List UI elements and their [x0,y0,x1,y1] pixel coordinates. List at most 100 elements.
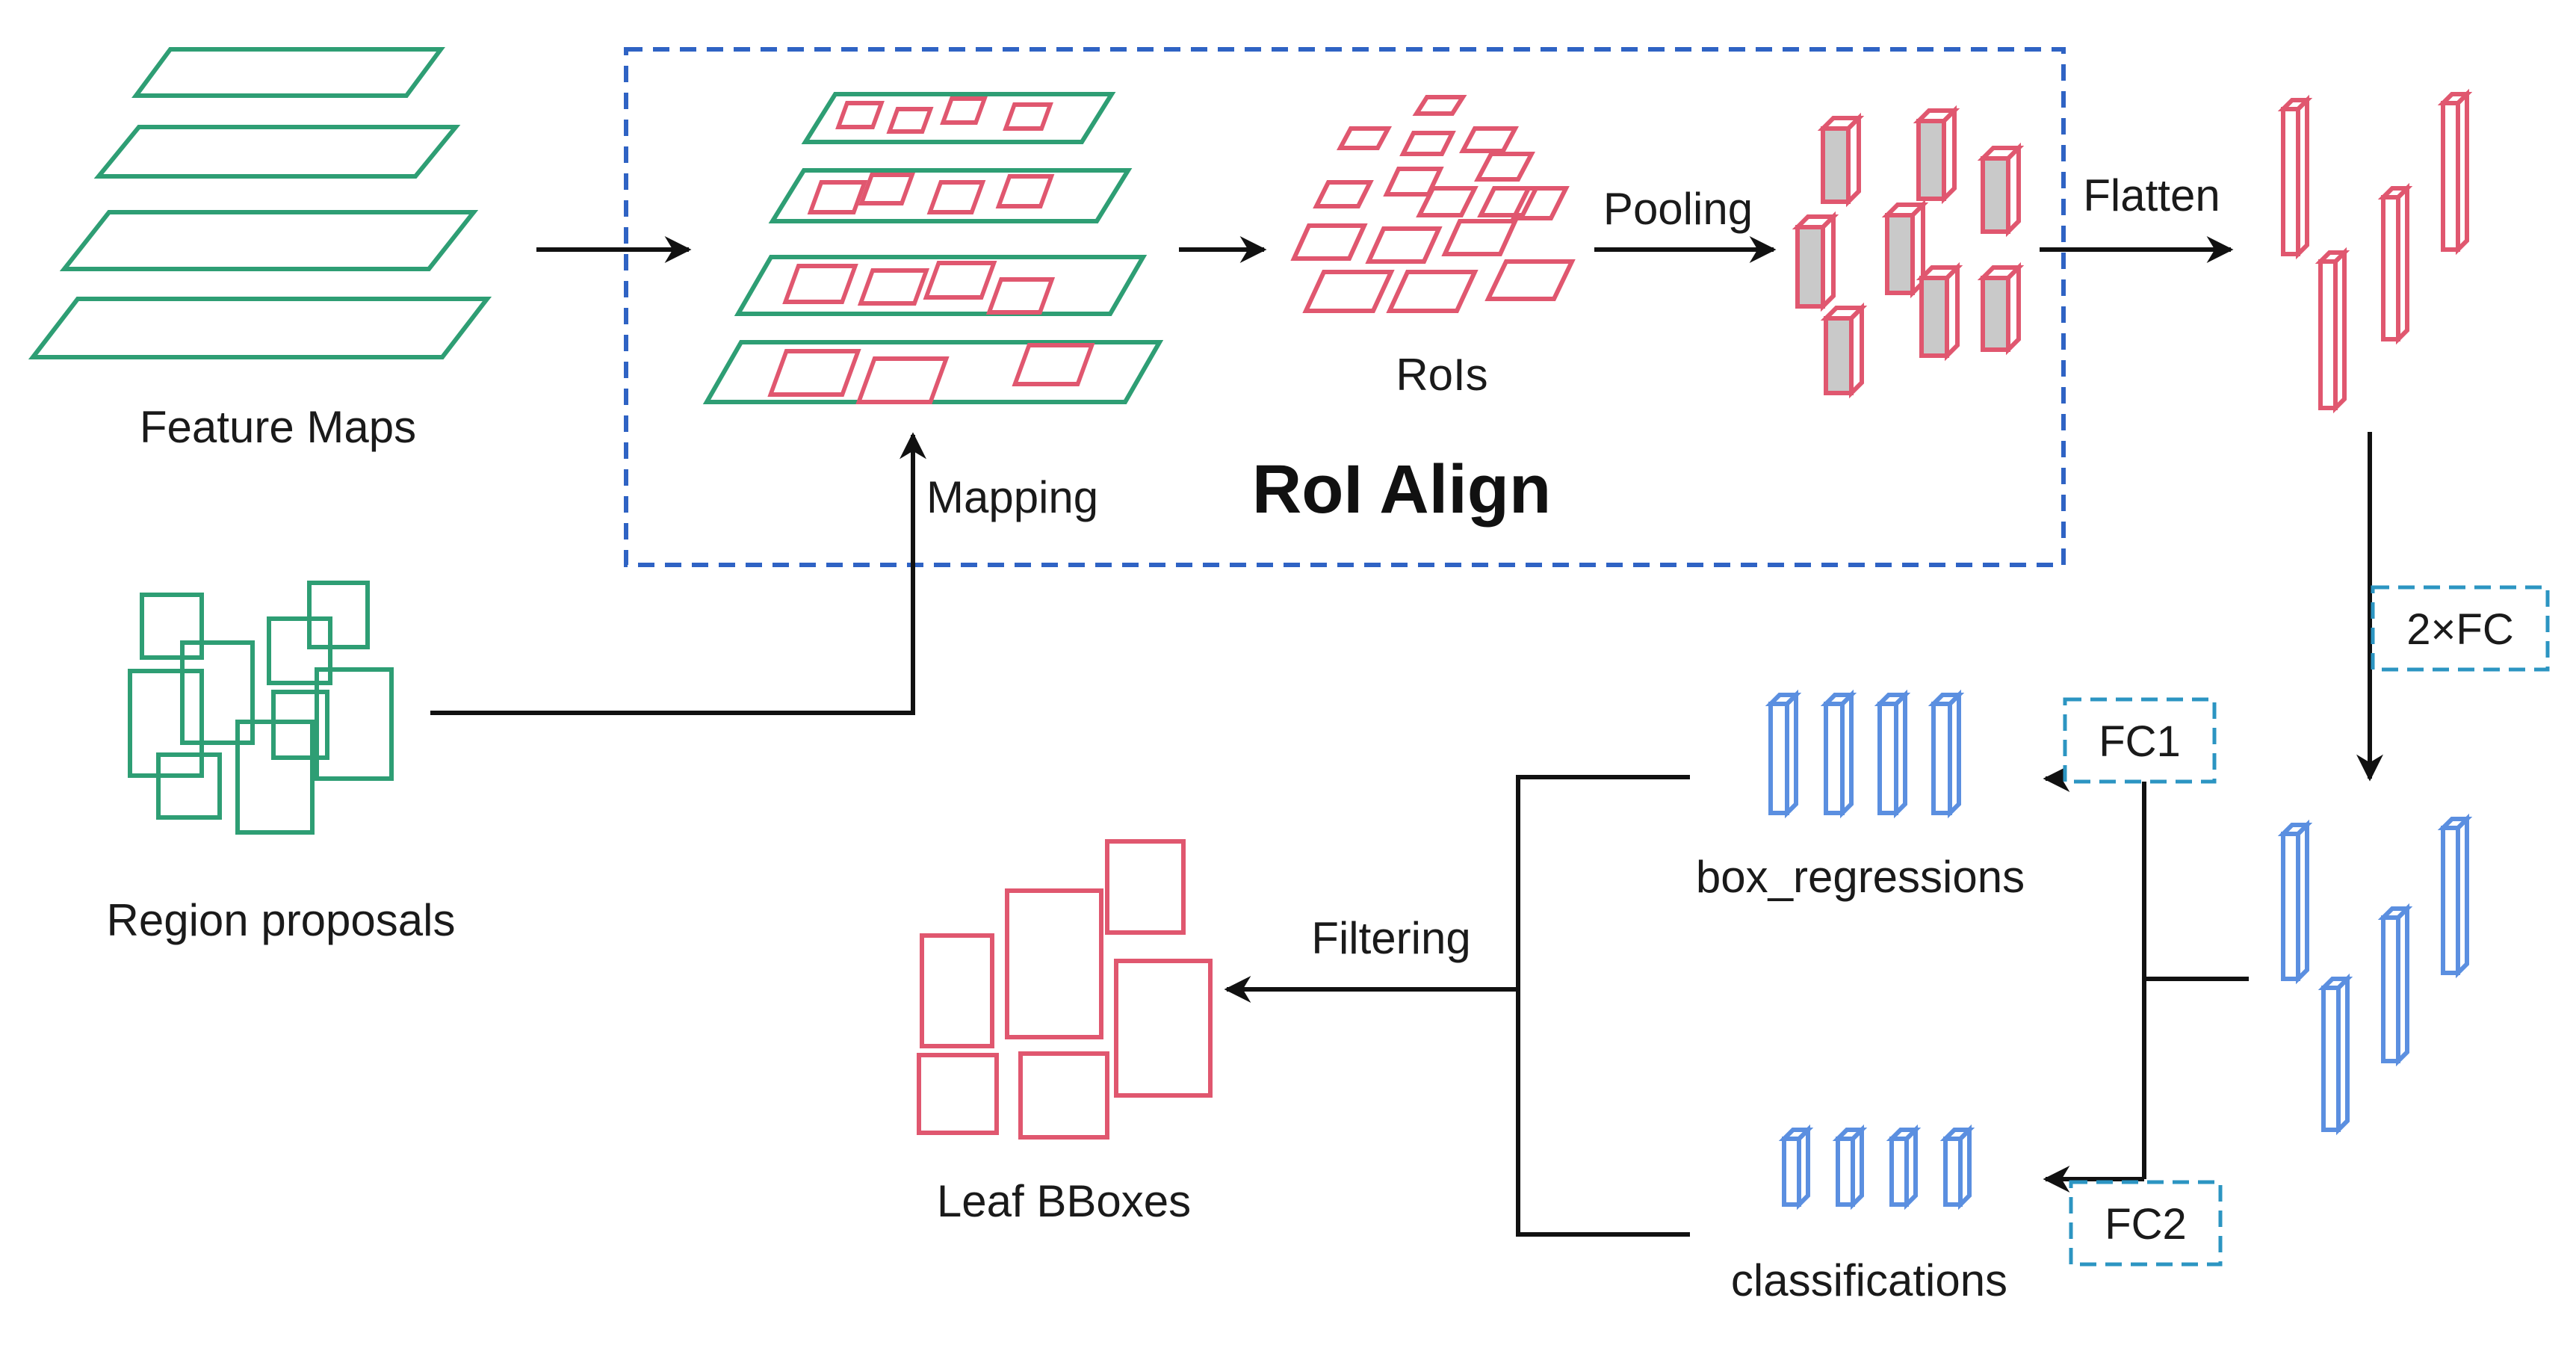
fc-output-vectors [2277,813,2473,1136]
mapping-label: Mapping [926,472,1098,522]
roi-box [1399,131,1456,156]
flat-vector [2315,247,2350,414]
filtering-label: Filtering [1311,913,1470,963]
mapped-map-layer [801,92,1116,144]
classifications-vectors [1778,1124,1975,1211]
pooled-block [1881,199,1929,299]
proposal-box [235,720,315,835]
roi-box [1386,270,1479,313]
pooled-block [1977,262,2025,356]
mapped-roi-box [923,261,997,300]
flat-vector [2277,94,2313,260]
proposal-box [156,752,222,820]
leaf-bboxes [917,839,1213,1140]
flat-vector [2437,88,2473,256]
proposal-box [267,616,332,685]
rois-cluster [1290,95,1576,313]
pooled-block [1913,105,1960,205]
roi-box [1365,226,1443,264]
roi-box [1412,95,1467,116]
leaf-bbox [920,933,994,1048]
leaf-bbox [1114,959,1213,1098]
fc2-label: FC2 [2105,1200,2187,1249]
pooled-block [1792,211,1839,312]
fc-vector [2318,973,2353,1136]
leaf-bbox [1105,839,1186,935]
roi-align-title: RoI Align [1252,451,1551,528]
roi-box [1290,223,1368,261]
mapped-roi-box [767,349,861,397]
roi-box [1416,186,1479,217]
merge-bracket [1516,775,1690,1237]
pooled-block [1916,262,1963,362]
pooled-block [1977,142,2025,238]
mapped-roi-box [1012,343,1095,386]
mapped-map-layer [702,340,1164,404]
fc2-box [2069,1180,2223,1267]
roi-box [1441,219,1519,256]
roi-align-region [624,47,2066,567]
mapped-roi-box [807,180,868,214]
two-fc-label: 2×FC [2406,605,2513,654]
leaf-bbox [1005,888,1103,1039]
feature-map-layer [93,125,461,179]
feature-maps-stack [28,47,492,359]
roi-box [1313,180,1374,208]
mapped-roi-box [782,264,858,304]
feature-map-layer [28,297,492,359]
roi-box [1336,126,1393,150]
proposal-box [180,640,255,745]
mapped-feature-maps [702,92,1164,404]
roi-box [1484,259,1576,301]
roi-box [1459,126,1519,153]
mapped-roi-box [940,96,988,125]
region-proposals-label: Region proposals [107,895,456,945]
leaf-bboxes-label: Leaf BBoxes [937,1176,1191,1226]
box-regressions-label: box_regressions [1696,852,2025,902]
mapped-roi-box [857,268,930,306]
mapped-roi-box [926,180,986,214]
leaf-bbox [917,1053,999,1135]
proposal-box [307,581,370,649]
pooled-features [1792,105,2025,399]
mapped-roi-box [995,174,1055,208]
proposal-box [128,669,204,778]
fc-vector [2437,813,2473,979]
flat-vector [2377,182,2413,345]
feature-map-layer [59,210,479,271]
box-regressions-vectors [1765,689,1965,819]
mapped-roi-box [858,173,916,205]
roi-box [1477,186,1540,217]
rois-label: RoIs [1396,350,1487,400]
pooling-label: Pooling [1603,184,1753,234]
mapped-roi-box [855,356,950,404]
fc-vector [2377,903,2413,1067]
proposal-box [315,667,394,781]
proposal-box [140,593,204,660]
two-fc-box [2371,585,2550,672]
feature-maps-label: Feature Maps [140,402,416,452]
fc1-box [2063,697,2217,784]
pooled-block [1820,302,1868,399]
mapped-roi-box [835,101,885,129]
region-proposals-cluster [128,581,394,835]
feature-map-layer [131,47,445,98]
leaf-bbox [1018,1051,1109,1140]
mapped-roi-box [1003,102,1053,131]
arrow-mapping [430,432,926,715]
fc-vector [2277,819,2313,985]
roi-box [1474,152,1535,182]
proposal-box [271,690,329,760]
mapped-roi-box [886,107,934,134]
flattened-vectors [2277,88,2473,414]
roi-box [1302,270,1395,313]
classifications-label: classifications [1731,1255,2007,1305]
pooled-block [1817,112,1865,208]
mapped-map-layer [768,168,1133,223]
roi-box [1510,186,1570,220]
mapped-map-layer [734,255,1148,316]
fc1-label: FC1 [2099,717,2181,766]
mapped-roi-box [985,277,1056,315]
flatten-label: Flatten [2083,170,2220,220]
